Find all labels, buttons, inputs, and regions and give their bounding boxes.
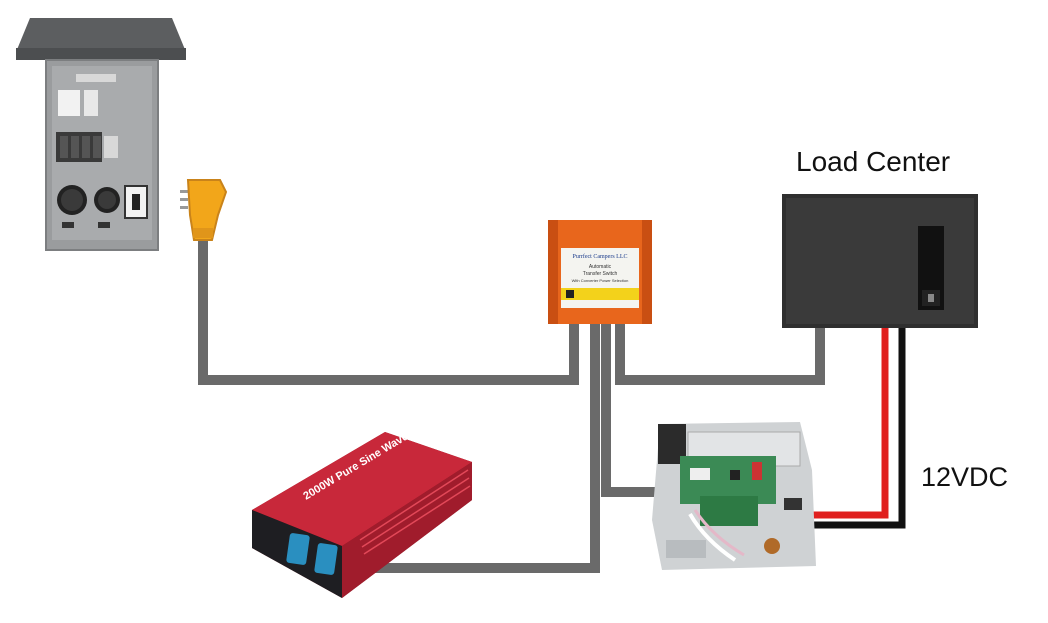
load-center-label: Load Center: [796, 146, 951, 177]
transfer-switch: Purrfect Campers LLC Automatic Transfer …: [548, 220, 652, 324]
power-pedestal: [16, 18, 186, 251]
ats-brand: Purrfect Campers LLC: [573, 253, 628, 260]
dc-voltage-label: 12VDC: [921, 462, 1009, 492]
ac-cables: [198, 232, 825, 573]
shore-power-cable: [198, 232, 579, 385]
converter: [652, 422, 816, 570]
load-center-cable: [615, 322, 825, 385]
load-center: [782, 194, 978, 328]
inverter-cable: [330, 322, 600, 573]
ats-line2: Transfer Switch: [583, 271, 618, 277]
ats-line3: With Converter Power Selection: [572, 278, 629, 283]
ats-line1: Automatic: [589, 264, 612, 270]
shore-power-plug: [180, 179, 228, 241]
